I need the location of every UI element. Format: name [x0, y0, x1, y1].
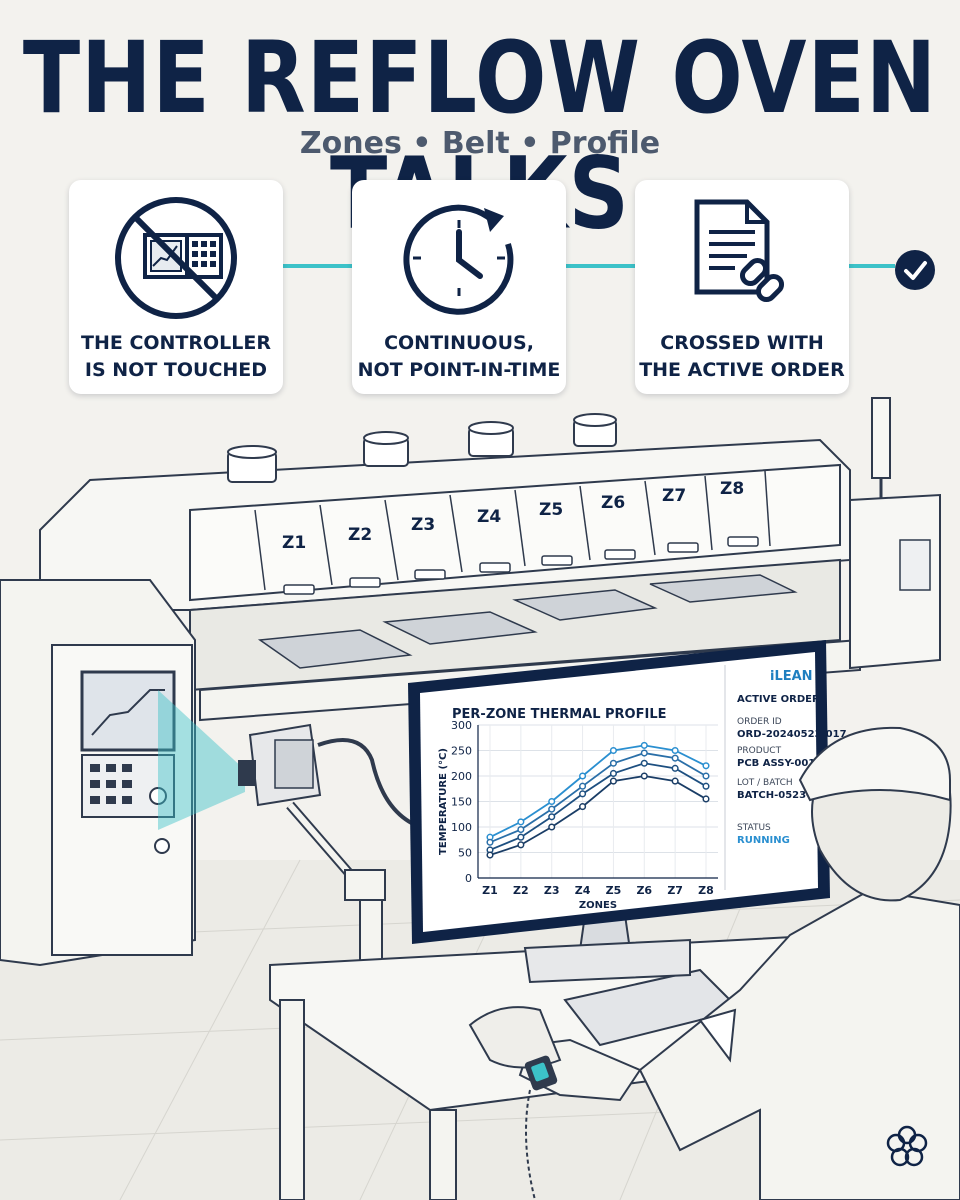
- y-tick-label: 150: [451, 796, 472, 809]
- series-2-point: [548, 805, 556, 813]
- zone-label: Z4: [477, 507, 501, 527]
- series-1-point: [640, 741, 648, 749]
- step-3-line-1: CROSSED WITH: [660, 332, 824, 354]
- series-line-2: [489, 752, 707, 844]
- chart-title: PER-ZONE THERMAL PROFILE: [452, 707, 667, 722]
- zone-label: Z7: [662, 486, 686, 506]
- zone-label: Z8: [720, 479, 744, 499]
- series-4-point: [640, 772, 648, 780]
- flower-logo-icon: [886, 1125, 928, 1167]
- series-line-3: [489, 762, 707, 851]
- series-1-point: [517, 818, 525, 826]
- series-3-point: [671, 764, 679, 772]
- camera-icon: [238, 723, 431, 981]
- camera-view-cone: [158, 690, 245, 830]
- series-1-point: [671, 746, 679, 755]
- y-tick-label: 200: [451, 770, 472, 783]
- y-tick-label: 300: [451, 719, 472, 732]
- page-subtitle: Zones • Belt • Profile: [299, 126, 661, 161]
- series-4-point: [579, 803, 587, 811]
- series-2-point: [609, 759, 617, 767]
- active-order-heading: ACTIVE ORDER: [737, 694, 820, 705]
- y-tick-label: 50: [458, 847, 472, 860]
- x-tick-label: Z3: [544, 884, 560, 897]
- check-icon: [895, 250, 935, 290]
- clock-icon: [403, 204, 514, 315]
- series-4-point: [548, 823, 556, 831]
- order-id-value: ORD-20240523-017: [737, 729, 847, 740]
- order-id-label: ORDER ID: [737, 717, 782, 727]
- x-tick-label: Z4: [575, 884, 591, 897]
- x-tick-label: Z2: [513, 884, 529, 897]
- series-2-point: [702, 772, 710, 780]
- step-card-controller: THE CONTROLLER IS NOT TOUCHED: [69, 180, 283, 394]
- series-3-point: [579, 790, 587, 798]
- x-tick-label: Z5: [606, 884, 622, 897]
- x-tick-label: Z1: [482, 884, 498, 897]
- series-1-point: [609, 746, 617, 755]
- series-2-point: [640, 749, 648, 757]
- status-label: STATUS: [737, 823, 771, 833]
- step-card-order: CROSSED WITH THE ACTIVE ORDER: [635, 180, 849, 394]
- series-1-point: [579, 772, 587, 780]
- series-3-point: [609, 769, 617, 778]
- series-4-point: [486, 851, 494, 859]
- controller-crossed-icon: [115, 197, 237, 319]
- reflow-oven-scene: Z1 Z2 Z3 Z4 Z5 Z6 Z7 Z8: [0, 397, 960, 1200]
- esd-warning-icon: [698, 1008, 737, 1063]
- series-4-point: [702, 795, 710, 803]
- y-tick-label: 100: [451, 821, 472, 834]
- y-tick-label: 0: [465, 872, 472, 885]
- product-label: PRODUCT: [737, 746, 782, 756]
- zone-label: Z1: [282, 533, 306, 553]
- step-1-line-2: IS NOT TOUCHED: [84, 359, 268, 381]
- y-tick-label: 250: [451, 745, 472, 758]
- series-3-point: [548, 813, 556, 821]
- step-1-line-1: THE CONTROLLER: [80, 332, 272, 354]
- series-3-point: [702, 782, 710, 790]
- step-2-line-2: NOT POINT-IN-TIME: [357, 359, 561, 381]
- step-2-line-1: CONTINUOUS,: [384, 332, 534, 354]
- monitor: [408, 640, 830, 944]
- zone-label: Z6: [601, 493, 625, 513]
- series-line-1: [489, 744, 707, 839]
- series-2-point: [517, 826, 525, 834]
- brand-logo: iLEAN: [770, 669, 813, 684]
- x-tick-label: Z7: [667, 884, 683, 897]
- active-order-panel: ACTIVE ORDER ORDER ID ORD-20240523-017 P…: [737, 694, 847, 846]
- series-2-point: [579, 782, 587, 790]
- series-1-point: [702, 762, 710, 770]
- step-connectors: [283, 264, 895, 268]
- zone-label: Z3: [411, 515, 435, 535]
- step-3-line-2: THE ACTIVE ORDER: [639, 359, 845, 381]
- operator: [468, 726, 960, 1200]
- reflow-oven: Z1 Z2 Z3 Z4 Z5 Z6 Z7 Z8: [39, 397, 941, 722]
- x-tick-label: Z6: [636, 884, 652, 897]
- y-axis-label: TEMPERATURE (°C): [438, 748, 449, 855]
- lot-label: LOT / BATCH: [737, 778, 793, 788]
- series-line-4: [489, 775, 707, 856]
- product-value: PCB ASSY-001: [737, 758, 815, 769]
- series-2-point: [671, 754, 679, 762]
- series-3-point: [517, 833, 525, 841]
- x-tick-label: Z8: [698, 884, 714, 897]
- status-value: RUNNING: [737, 835, 790, 846]
- series-3-point: [640, 759, 648, 767]
- series-2-point: [486, 838, 494, 846]
- series-4-point: [671, 777, 679, 785]
- series-1-point: [548, 797, 556, 806]
- document-link-icon: [694, 199, 785, 303]
- series-4-point: [517, 841, 525, 849]
- zone-label: Z5: [539, 500, 563, 520]
- zone-label: Z2: [348, 525, 372, 545]
- series-4-point: [609, 777, 617, 785]
- oven-controller-cabinet: [0, 579, 196, 967]
- lot-value: BATCH-0523-A: [737, 790, 818, 801]
- step-card-continuous: CONTINUOUS, NOT POINT-IN-TIME: [352, 180, 566, 394]
- x-axis-label: ZONES: [579, 900, 617, 911]
